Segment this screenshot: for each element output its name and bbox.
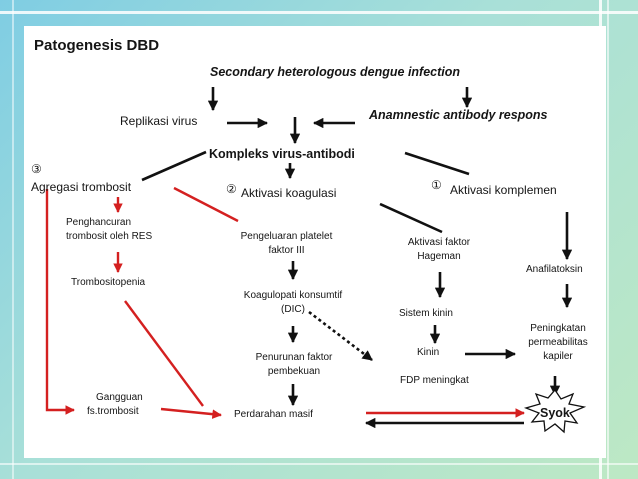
arrow-koagulopati-to-fdp-dotted	[308, 310, 373, 362]
step-number-3: ③	[31, 162, 42, 176]
node-penghancuran-line2: trombosit oleh RES	[66, 231, 153, 242]
frame-stripe	[12, 0, 14, 479]
node-kinin: Kinin	[417, 347, 440, 358]
frame-band	[0, 11, 638, 14]
node-gangguan-line1: Gangguan	[96, 392, 143, 403]
step-number-1: ①	[431, 178, 442, 192]
arrow-agregasi-to-gangguan	[45, 189, 75, 415]
node-penurunan-line1: Penurunan faktor	[255, 352, 333, 363]
node-pengeluaran-line1: Pengeluaran platelet	[240, 231, 333, 242]
node-sistem-kinin: Sistem kinin	[399, 308, 453, 319]
node-peningkatan-line1: Peningkatan	[530, 323, 586, 334]
node-anamnestic-antibody: Anamnestic antibody respons	[369, 108, 548, 122]
node-kompleks-virus-antibodi: Kompleks virus-antibodi	[209, 147, 355, 161]
node-penghancuran-line1: Penghancuran	[66, 217, 132, 228]
node-trombositopenia: Trombositopenia	[71, 277, 146, 288]
node-replikasi-virus: Replikasi virus	[120, 114, 198, 128]
node-aktivasi-komplemen: Aktivasi komplemen	[450, 183, 557, 197]
step-number-2: ②	[226, 182, 237, 196]
node-peningkatan-line2: permeabilitas	[528, 337, 588, 348]
page-title: Patogenesis DBD	[34, 37, 160, 54]
node-aktivasi-faktor-line2: Hageman	[417, 251, 461, 262]
diagram-slide: Patogenesis DBD Secondary heterologous d…	[24, 26, 606, 458]
arrow-gangguan-to-perdarahan	[160, 407, 222, 419]
node-pengeluaran-line2: faktor III	[268, 245, 305, 256]
line-koagulasi-to-hageman	[379, 202, 443, 234]
frame-stripe	[607, 0, 609, 479]
line-kompleks-to-komplemen	[404, 151, 470, 176]
node-fdp-meningkat: FDP meningkat	[400, 375, 469, 386]
node-perdarahan-masif: Perdarahan masif	[234, 409, 313, 420]
node-aktivasi-koagulasi: Aktivasi koagulasi	[241, 186, 337, 200]
node-aktivasi-faktor-line1: Aktivasi faktor	[407, 237, 471, 248]
node-agregasi-trombosit: Agregasi trombosit	[31, 180, 132, 194]
node-peningkatan-line3: kapiler	[543, 351, 573, 362]
node-penurunan-line2: pembekuan	[267, 366, 321, 377]
line-kompleks-to-agregasi	[141, 150, 207, 182]
line-trombositopenia-to-perdarahan	[124, 300, 204, 407]
node-gangguan-line2: fs.trombosit	[87, 406, 139, 417]
node-secondary-infection: Secondary heterologous dengue infection	[210, 65, 461, 79]
node-syok: Syok	[540, 406, 570, 420]
node-koagulopati-line2: (DIC)	[281, 304, 305, 315]
node-koagulopati-line1: Koagulopati konsumtif	[243, 290, 343, 301]
frame-band	[0, 463, 638, 465]
flow-arrows	[45, 87, 587, 434]
node-anafilatoksin: Anafilatoksin	[526, 264, 583, 275]
syok-starburst	[523, 388, 587, 434]
line-agregasi-to-pengeluaran	[173, 186, 239, 223]
